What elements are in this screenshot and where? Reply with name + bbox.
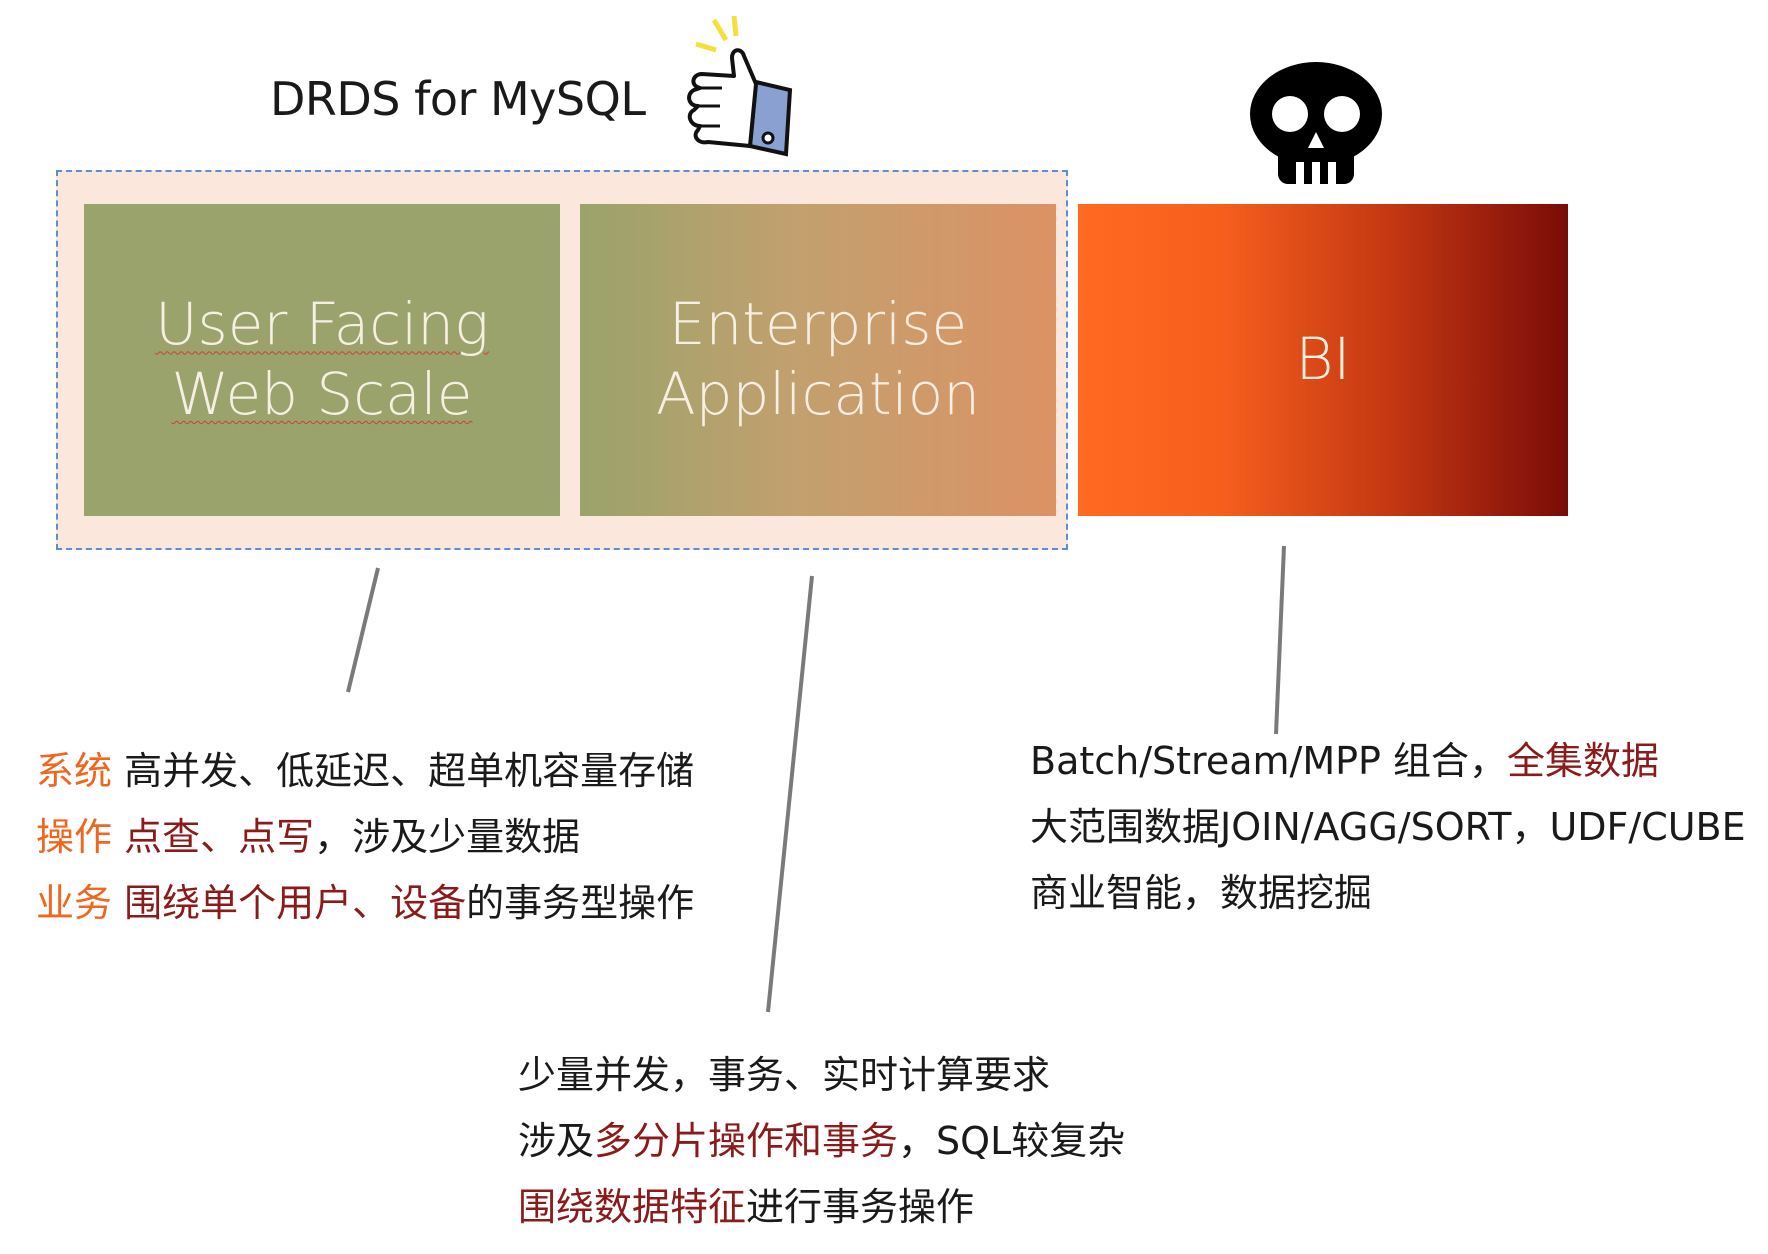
enterprise-line2: Application [655,360,981,428]
mid-row2-pre: 涉及 [518,1119,595,1163]
left-row3-key: 业务 [36,881,113,925]
left-row3-highlight1: 围绕单个用户、 [112,881,391,925]
left-row1-key: 系统 [36,749,113,793]
left-row-operation: 操作 点查、点写，涉及少量数据 [36,804,694,870]
mid-row2-highlight: 多分片操作和事务 [594,1119,899,1163]
bi-label: BI [1295,325,1351,394]
left-row-system: 系统 高并发、低延迟、超单机容量存储 [36,738,694,804]
enterprise-description: 少量并发，事务、实时计算要求 涉及多分片操作和事务，SQL较复杂 围绕数据特征进… [518,1042,1125,1240]
bi-box: BI [1078,204,1568,516]
left-row-business: 业务 围绕单个用户、设备的事务型操作 [36,870,694,936]
user-facing-line2: Web Scale [171,360,473,428]
right-row1-highlight: 全集数据 [1507,739,1660,783]
user-facing-line1: User Facing [155,290,489,359]
connector-bi [1274,545,1286,735]
bi-description: Batch/Stream/MPP 组合，全集数据 大范围数据JOIN/AGG/S… [1030,728,1746,926]
right-row1-pre: Batch/Stream/MPP 组合， [1030,739,1508,783]
mid-row3: 围绕数据特征进行事务操作 [518,1174,1125,1240]
skull-icon [1250,62,1382,184]
mid-row2-post: ，SQL较复杂 [898,1119,1126,1163]
left-row2-text: ，涉及少量数据 [314,815,581,859]
mid-row3-highlight: 围绕数据特征 [518,1185,747,1229]
right-row1: Batch/Stream/MPP 组合，全集数据 [1030,728,1746,794]
mid-row2: 涉及多分片操作和事务，SQL较复杂 [518,1108,1125,1174]
left-row2-key: 操作 [36,815,113,859]
enterprise-line1: Enterprise [668,290,968,359]
page-title: DRDS for MySQL [270,72,646,126]
connector-enterprise [766,575,814,1013]
left-row1-text: 高并发、低延迟、超单机容量存储 [112,749,695,793]
left-row3-text: 的事务型操作 [466,881,695,925]
mid-row3-post: 进行事务操作 [746,1185,975,1229]
mid-row1: 少量并发，事务、实时计算要求 [518,1053,1051,1097]
thumbs-up-icon [687,15,793,157]
right-row3: 商业智能，数据挖掘 [1030,871,1373,915]
user-facing-description: 系统 高并发、低延迟、超单机容量存储 操作 点查、点写，涉及少量数据 业务 围绕… [36,738,694,936]
enterprise-application-box: Enterprise Application [580,204,1056,516]
left-row3-highlight2: 设备 [390,881,467,925]
right-row2: 大范围数据JOIN/AGG/SORT，UDF/CUBE [1030,805,1746,849]
connector-user-facing [346,567,380,693]
user-facing-box: User Facing Web Scale [84,204,560,516]
left-row2-highlight: 点查、点写 [112,815,315,859]
